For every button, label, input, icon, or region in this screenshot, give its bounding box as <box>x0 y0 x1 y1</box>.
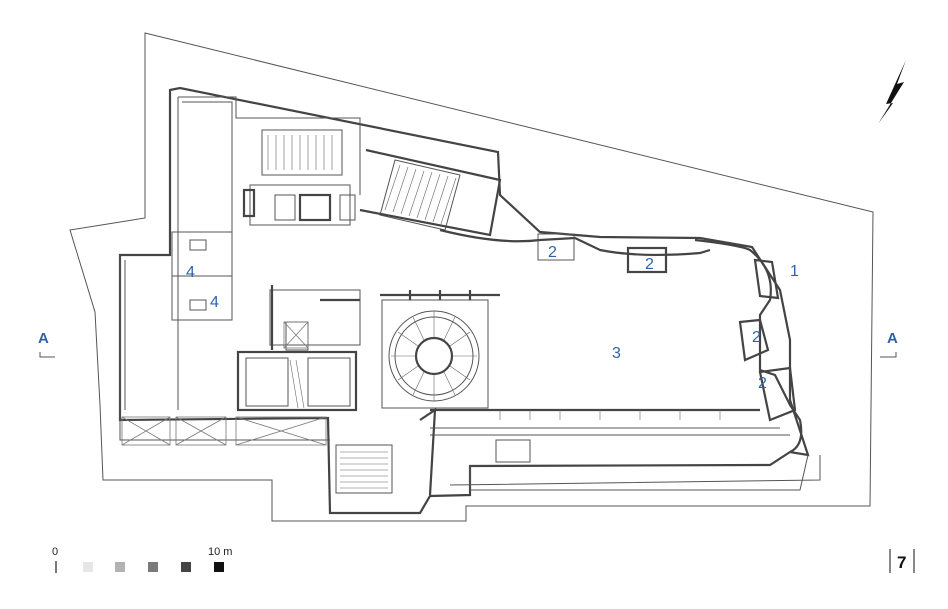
scale-swatch <box>115 562 125 572</box>
room-label-2: 2 <box>758 375 767 392</box>
service-rooms <box>171 231 531 494</box>
svg-text:A: A <box>38 330 49 347</box>
north-arrow-icon <box>878 60 906 124</box>
south-facade <box>419 407 790 496</box>
page-number: 7 <box>889 549 915 573</box>
shafts <box>121 321 327 446</box>
upper-stair-core <box>242 129 356 226</box>
scale-end-label: 10 m <box>208 546 232 558</box>
room-label-4: 4 <box>210 294 219 311</box>
curved-facade <box>439 228 803 453</box>
columns <box>270 285 500 350</box>
scale-swatch <box>83 562 93 572</box>
scale-swatch <box>214 562 224 572</box>
room-label-2: 2 <box>752 329 761 346</box>
scale-swatch <box>181 562 191 572</box>
room-label-2: 2 <box>645 256 654 273</box>
section-marker-left: A <box>38 330 55 358</box>
site-boundary <box>69 32 874 522</box>
scale-start-label: 0 <box>52 546 58 558</box>
section-marker-right: A <box>880 330 898 358</box>
room-label-1: 1 <box>790 263 799 280</box>
diagonal-stair <box>359 148 502 237</box>
spiral-stair <box>381 299 489 409</box>
room-label-4: 4 <box>186 264 195 281</box>
building-outline <box>118 86 821 515</box>
svg-text:A: A <box>887 330 898 347</box>
room-label-2: 2 <box>548 244 557 261</box>
scale-bar: 0 10 m <box>52 546 232 573</box>
scale-swatch <box>148 562 158 572</box>
svg-text:7: 7 <box>897 553 906 572</box>
room-label-3: 3 <box>612 345 621 362</box>
